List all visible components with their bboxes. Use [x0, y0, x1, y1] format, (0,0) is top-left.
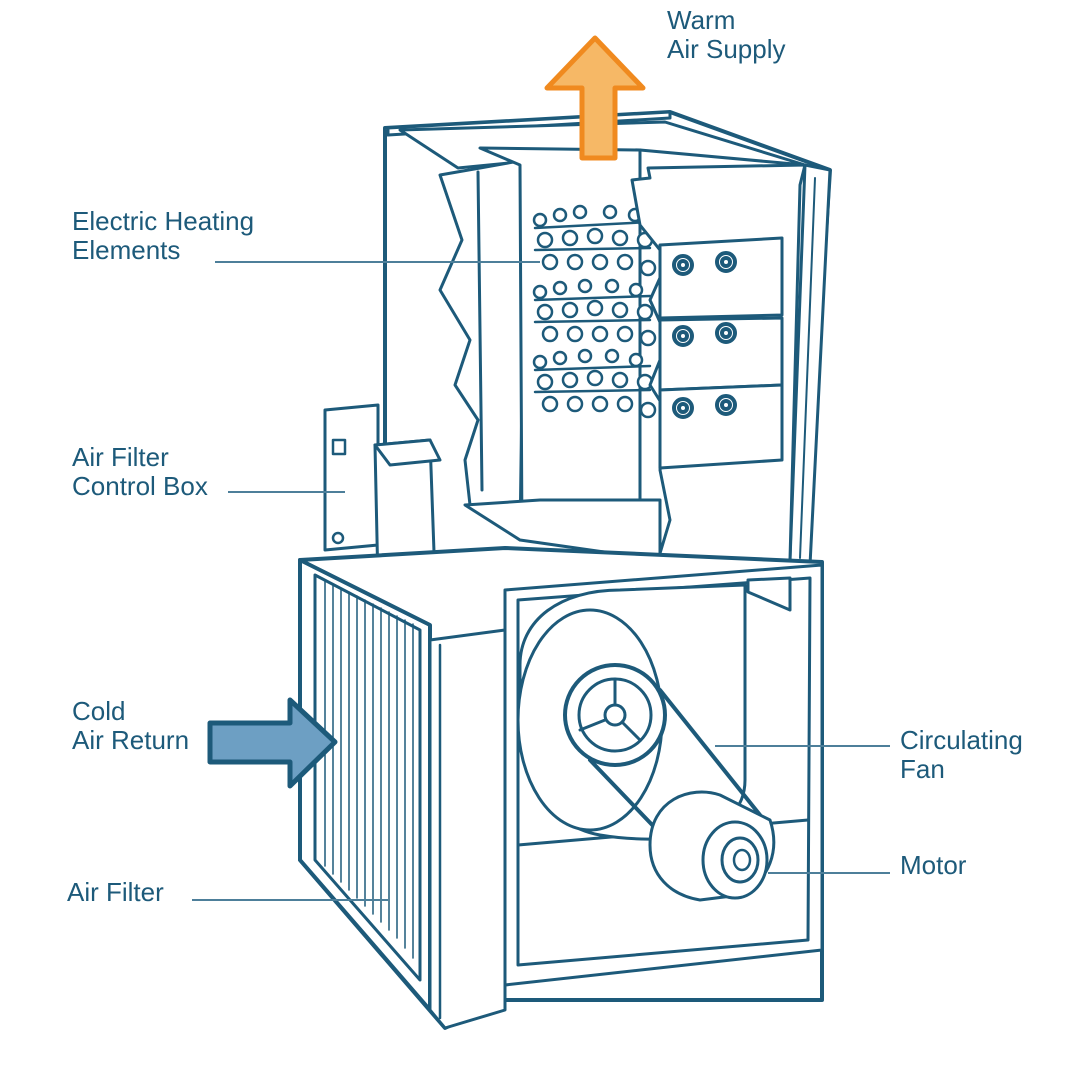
warm-air-arrow-icon	[544, 35, 646, 161]
air-filter-line1: Air Filter	[67, 877, 164, 907]
air-filter-control-box-label: Air Filter Control Box	[72, 443, 208, 501]
fan-line2: Fan	[900, 754, 945, 784]
air-filter	[298, 558, 507, 1030]
warm-air-line2: Air Supply	[667, 34, 786, 64]
control-box	[323, 403, 442, 587]
heating-elements	[532, 204, 657, 419]
cold-air-line2: Air Return	[72, 725, 190, 755]
electric-heating-elements-label: Electric Heating Elements	[72, 207, 254, 265]
motor	[588, 688, 776, 902]
control-box-line1: Air Filter	[72, 442, 169, 472]
warm-air-line1: Warm	[667, 5, 736, 35]
cold-air-arrow-icon	[207, 697, 338, 789]
cold-air-line1: Cold	[72, 696, 126, 726]
warm-air-supply-label: Warm Air Supply	[667, 6, 786, 64]
motor-line1: Motor	[900, 850, 967, 880]
fan-line1: Circulating	[900, 725, 1023, 755]
cold-air-return-label: Cold Air Return	[72, 697, 189, 755]
heating-line1: Electric Heating	[72, 206, 255, 236]
circulating-fan-label: Circulating Fan	[900, 726, 1023, 784]
motor-label: Motor	[900, 851, 966, 880]
air-filter-label: Air Filter	[67, 878, 164, 907]
heater-right-panel	[630, 163, 807, 572]
control-box-line2: Control Box	[72, 471, 208, 501]
leader-lines	[192, 261, 890, 901]
heating-line2: Elements	[72, 235, 181, 265]
